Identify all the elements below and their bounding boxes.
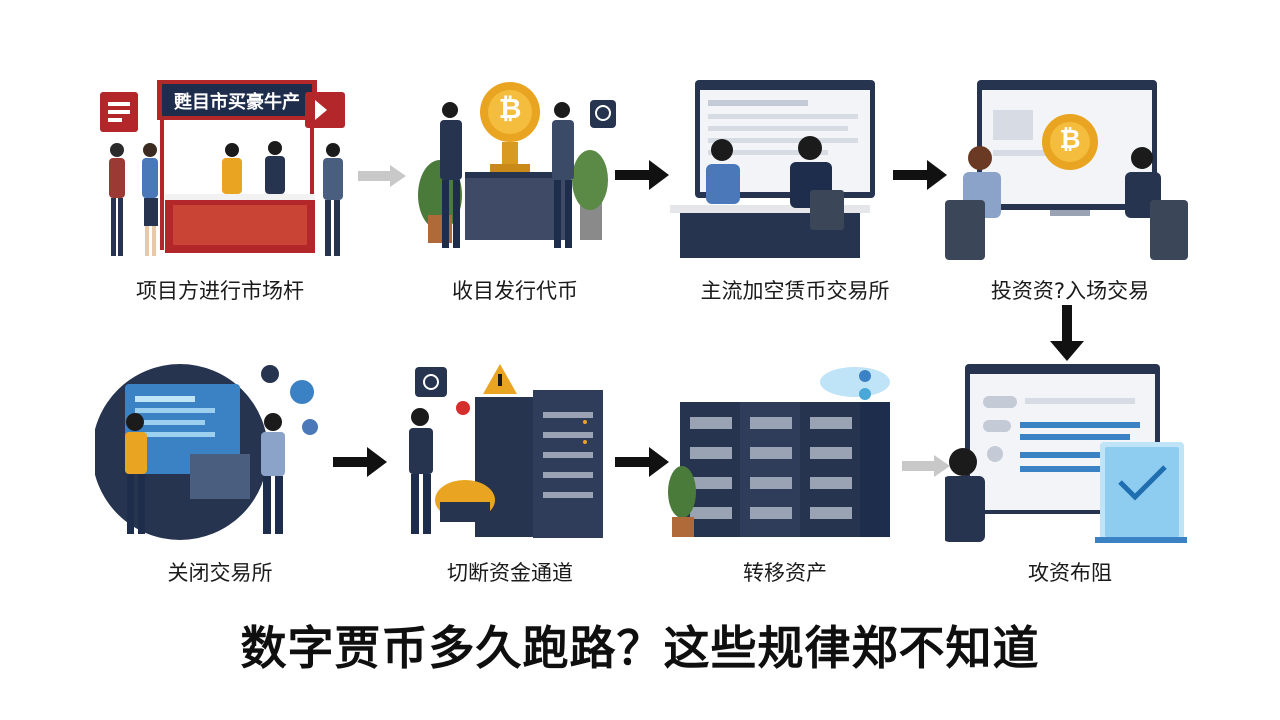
step-2-caption: 收目发行代币 — [452, 279, 578, 303]
page-title: 数字贾币多久跑路？这些规律郑不知道 — [240, 621, 1040, 675]
bitcoin-icon: ₿ — [1059, 125, 1081, 155]
step-5-caption: 关闭交易所 — [167, 561, 273, 585]
arrow-right-icon — [893, 160, 947, 190]
booth-sign-text: 甦目市买豪牛产 — [174, 92, 300, 113]
step-1-caption: 项目方进行市场杆 — [136, 279, 304, 303]
blocked-withdrawal-illustration — [945, 364, 1187, 543]
step-4-caption: 投资资?入场交易 — [990, 279, 1150, 303]
arrow-right-icon — [902, 455, 950, 477]
arrow-right-icon — [333, 447, 387, 477]
step-8-investor-withdraw-blocked: 攻资布阻 — [945, 362, 1195, 612]
bitcoin-icon: ₿ — [498, 92, 522, 125]
arrow-down-icon — [1050, 305, 1084, 361]
cut-funds-illustration — [409, 364, 603, 538]
arrow-right-icon — [615, 160, 669, 190]
step-1-market-booth: 甦目市买豪牛产 项目方进行市场杆 — [95, 70, 345, 320]
token-issue-illustration — [418, 82, 616, 248]
exchange-illustration — [670, 80, 875, 258]
step-8-caption: 攻资布阻 — [1028, 561, 1112, 585]
step-2-token-issue: ₿ 收目发行代币 — [390, 70, 640, 320]
step-7-caption: 转移资产 — [743, 561, 827, 585]
step-3-caption: 主流加空赁币交易所 — [700, 279, 890, 303]
step-6-caption: 切断资金通道 — [447, 561, 573, 585]
step-4-investors-enter: ₿ 投资资?入场交易 — [945, 70, 1195, 320]
market-booth-illustration — [100, 80, 345, 256]
arrow-right-icon — [615, 447, 669, 477]
close-exchange-illustration — [95, 364, 318, 540]
step-5-close-exchange: 关闭交易所 — [95, 362, 345, 612]
step-3-exchange-listing: 主流加空赁币交易所 — [670, 70, 920, 320]
step-6-cut-funds: 切断资金通道 — [385, 362, 635, 612]
arrow-right-icon — [358, 165, 406, 187]
transfer-assets-illustration — [668, 367, 890, 537]
step-7-transfer-assets: 转移资产 — [660, 362, 910, 612]
investor-trading-illustration — [945, 80, 1188, 260]
